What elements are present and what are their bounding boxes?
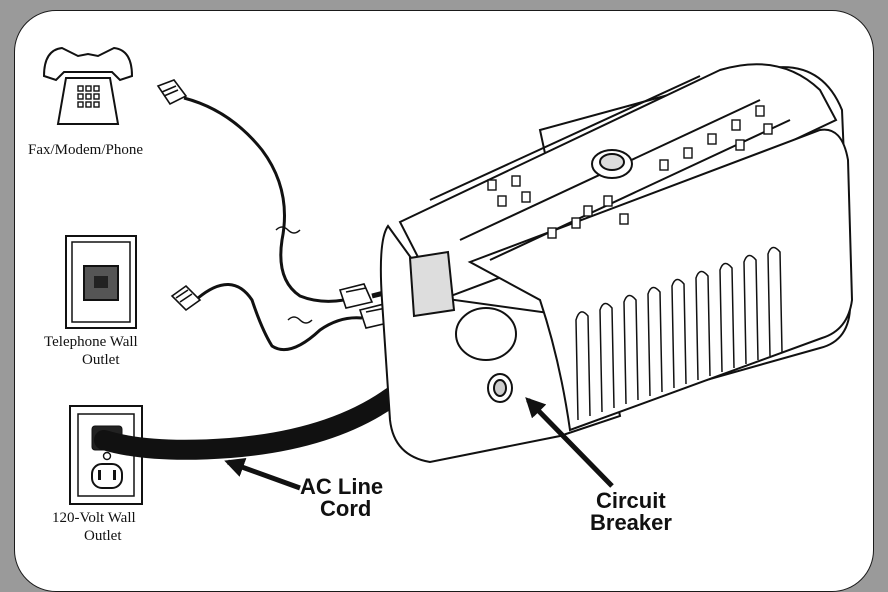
circuit-breaker-arrow: [525, 397, 614, 488]
telephone-wall-outlet-icon: [65, 235, 137, 329]
ac-cord-label-line2: Cord: [320, 496, 371, 521]
connection-diagram: Fax/Modem/Phone Telephone Wall Outlet: [28, 46, 854, 544]
ac-cord-arrow: [224, 458, 301, 491]
vent-grooves: [575, 246, 783, 421]
surge-protector-device: [379, 63, 854, 464]
breaker-label-line1: Circuit: [596, 488, 666, 513]
cord-break-mark: [275, 226, 301, 234]
wall-plug-icon: [170, 284, 202, 312]
ac-wall-label-line2: Outlet: [84, 528, 122, 544]
ac-cord-label-line1: AC Line: [300, 474, 383, 499]
diagram-frame: Fax/Modem/Phone Telephone Wall Outlet: [14, 10, 874, 592]
rj11-plug-upper-icon: [338, 283, 374, 309]
ac-wall-label-line1: 120-Volt Wall: [52, 510, 136, 526]
telephone-icon: [42, 46, 134, 125]
phone-label: Fax/Modem/Phone: [28, 142, 143, 158]
cord-break-mark-2: [287, 316, 313, 324]
breaker-label-line2: Breaker: [590, 510, 672, 535]
ac-wall-outlet-icon: [69, 405, 143, 505]
phone-cord: [183, 96, 345, 303]
outlet-slots: [487, 105, 773, 239]
telephone-wall-label-line1: Telephone Wall: [44, 334, 138, 350]
wall-cord: [197, 283, 363, 351]
phone-plug-icon: [156, 79, 188, 106]
telephone-wall-label-line2: Outlet: [82, 352, 120, 368]
